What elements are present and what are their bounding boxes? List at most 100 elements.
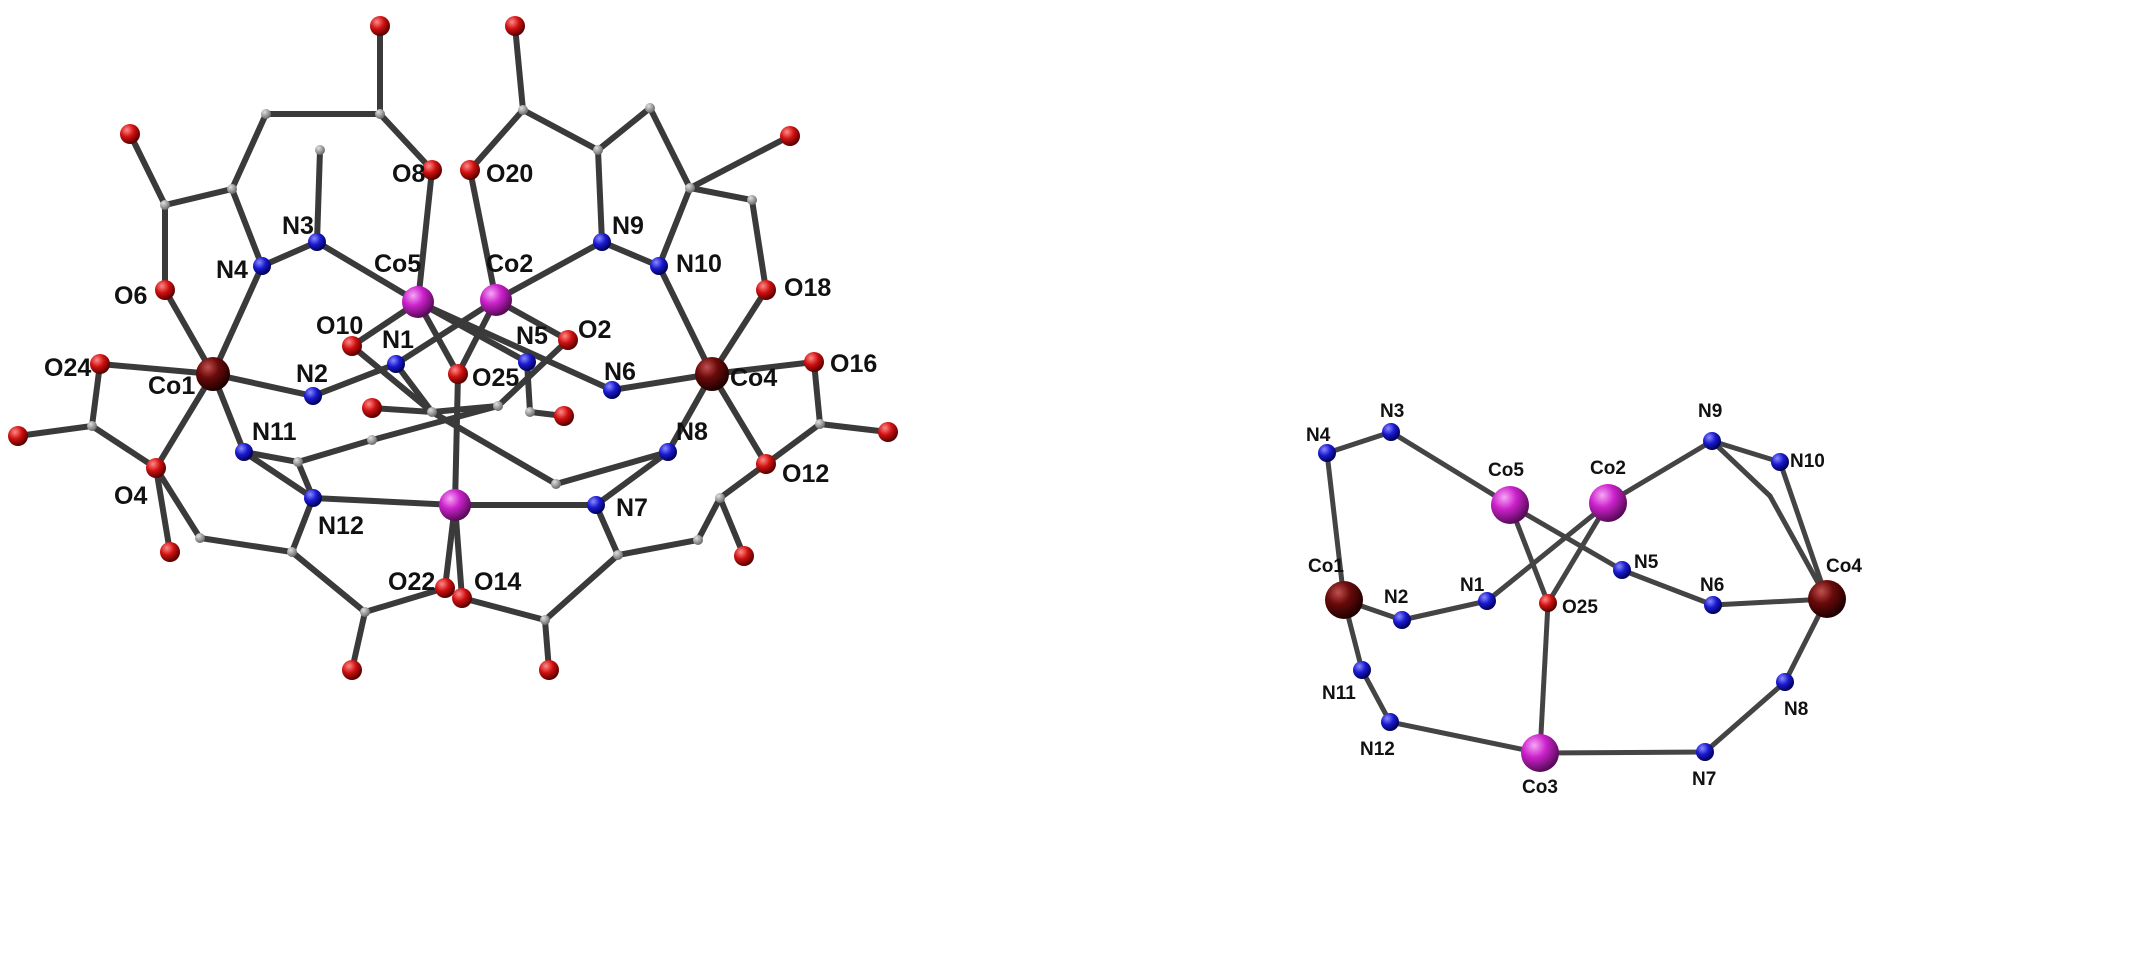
bond-chain	[1341, 596, 1830, 756]
bond-chain	[1484, 500, 1611, 604]
core-atom-labels: N3 N4 N9 N10 Co5 Co2 Co1 Co4 N5 N1 N6 O2…	[1306, 401, 1862, 798]
carbon-atom	[427, 407, 437, 417]
label-O2: O2	[578, 316, 611, 344]
nitrogen-atom-N12	[304, 489, 322, 507]
bond-chain	[541, 421, 823, 673]
bond-chain	[520, 103, 793, 193]
carbon-atom	[367, 435, 377, 445]
bond-chain	[1545, 500, 1611, 606]
cobalt-atom-Co1	[196, 357, 230, 391]
cobalt-atoms	[196, 284, 729, 521]
nitrogen-atom-N9	[1703, 432, 1721, 450]
oxygen-atom	[342, 660, 362, 680]
label-Co2: Co2	[486, 250, 533, 278]
simplified-core-panel: N3 N4 N9 N10 Co5 Co2 Co1 Co4 N5 N1 N6 O2…	[1300, 385, 2147, 890]
nitrogen-atom-N1	[387, 355, 405, 373]
bond-chain	[593, 502, 621, 558]
oxygen-atom-O20	[460, 160, 480, 180]
nitrogen-atom-N2	[1393, 611, 1411, 629]
label-N12: N12	[318, 512, 364, 540]
carbon-atom	[645, 103, 655, 113]
bond-chain	[127, 23, 383, 209]
carbon-atom	[715, 493, 725, 503]
oxygen-atoms	[8, 16, 898, 680]
nitrogen-atom-N6	[1704, 596, 1722, 614]
bond-chain	[289, 495, 316, 555]
carbon-atom	[287, 547, 297, 557]
carbon-atom	[195, 533, 205, 543]
nitrogen-atom-N5	[1613, 561, 1631, 579]
bond-chain	[717, 495, 747, 559]
bond-chain	[241, 449, 316, 501]
bond-chain	[1399, 598, 1490, 623]
label-O4: O4	[114, 482, 147, 510]
label-Co1: Co1	[148, 372, 195, 400]
label-N6: N6	[604, 358, 636, 386]
bond-chain	[153, 465, 173, 555]
oxygen-atom	[734, 546, 754, 566]
oxygen-atom-O8	[422, 160, 442, 180]
carbon-atom	[360, 607, 370, 617]
label-O8: O8	[392, 160, 425, 188]
bond-chain	[459, 595, 548, 623]
bond-chain	[393, 297, 499, 367]
label-N12: N12	[1360, 739, 1395, 760]
label-N9: N9	[612, 212, 644, 240]
label-N10: N10	[1790, 451, 1825, 472]
oxygen-atom	[878, 422, 898, 442]
label-N7: N7	[616, 494, 648, 522]
carbon-atom	[815, 419, 825, 429]
label-N8: N8	[676, 418, 708, 446]
oxygen-atom-O4	[146, 458, 166, 478]
cobalt-atom-Co3	[439, 489, 471, 521]
bond-chain	[709, 371, 769, 467]
oxygen-atom-O16	[804, 352, 824, 372]
label-Co4: Co4	[1826, 556, 1862, 577]
oxygen-atom	[505, 16, 525, 36]
nitrogen-atom-N12	[1381, 713, 1399, 731]
bond-chain	[153, 371, 216, 471]
bond-chain	[349, 337, 571, 416]
atom-labels: O8 O20 N3 N9 N4 N10 Co5 Co2 O6 O18 O10 N…	[44, 160, 877, 596]
bond-chain	[687, 185, 770, 377]
oxygen-atom-O25	[1539, 594, 1557, 612]
nitrogen-atom-N7	[1696, 743, 1714, 761]
bond-chain	[493, 239, 605, 303]
label-Co5: Co5	[1488, 460, 1524, 481]
label-Co3: Co3	[1522, 777, 1558, 798]
oxygen-atom-O25	[448, 364, 468, 384]
label-O25: O25	[1562, 597, 1598, 618]
carbon-atom	[613, 550, 623, 560]
label-O25: O25	[472, 364, 519, 392]
carbon-atom	[551, 479, 561, 489]
label-N9: N9	[1698, 401, 1722, 422]
nitrogen-atom-N9	[593, 233, 611, 251]
nitrogen-atom-N2	[304, 387, 322, 405]
label-N2: N2	[296, 360, 328, 388]
cobalt-atom-Co3	[1521, 734, 1559, 772]
nitrogen-atom-N11	[1353, 661, 1371, 679]
nitrogen-atom-N3	[1382, 423, 1400, 441]
carbon-atom	[518, 105, 528, 115]
nitrogen-atom-N7	[587, 496, 605, 514]
label-N8: N8	[1784, 699, 1808, 720]
carbon-atom	[493, 401, 503, 411]
nitrogen-atoms	[235, 233, 677, 514]
nitrogen-atom-N4	[253, 257, 271, 275]
bonds	[15, 23, 891, 673]
label-O20: O20	[486, 160, 533, 188]
oxygen-atom-O2	[558, 330, 578, 350]
oxygen-atom	[160, 542, 180, 562]
carbon-atom	[525, 407, 535, 417]
carbon-atom	[685, 183, 695, 193]
label-Co4: Co4	[730, 364, 777, 392]
label-O10: O10	[316, 312, 363, 340]
bond-chain	[429, 409, 671, 488]
carbon-atom	[315, 145, 325, 155]
label-N3: N3	[282, 212, 314, 240]
label-O24: O24	[44, 354, 91, 382]
core-cobalt-atoms	[1325, 484, 1846, 772]
carbon-atom	[747, 195, 757, 205]
bond-chain	[415, 299, 615, 393]
carbon-atom	[293, 457, 303, 467]
